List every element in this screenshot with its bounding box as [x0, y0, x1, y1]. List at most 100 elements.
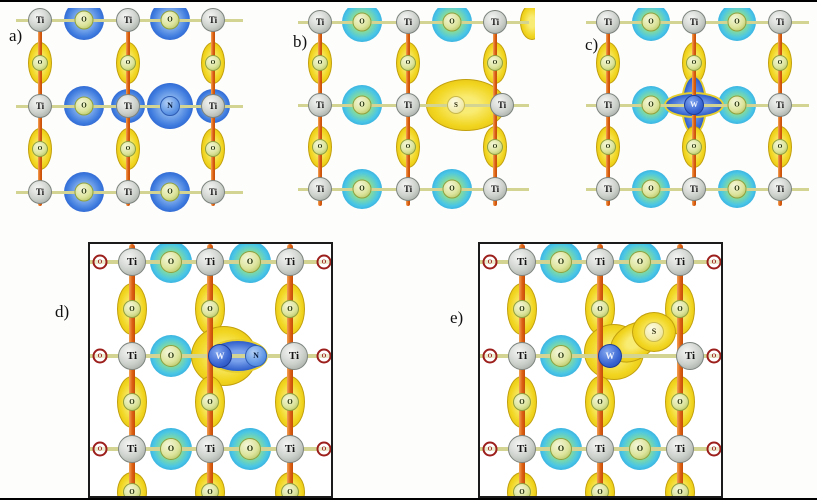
atom-ti: Ti [308, 93, 332, 117]
atom-o: O [120, 141, 136, 157]
atom-ored: O [706, 254, 721, 270]
atom-o: O [205, 55, 221, 71]
atom-o: O [239, 438, 261, 460]
atom-ti: Ti [682, 10, 706, 34]
atom-o: O [591, 393, 609, 411]
atom-o: O [727, 179, 747, 199]
atom-o: O [120, 55, 136, 71]
atom-o: O [312, 55, 328, 71]
atom-o: O [487, 139, 503, 155]
panel-label-e: e) [450, 308, 464, 327]
atom-o: O [772, 55, 788, 71]
atom-ti: Ti [666, 248, 694, 276]
atom-o: O [160, 251, 182, 273]
atom-o: O [123, 393, 141, 411]
atom-ored: O [482, 348, 498, 364]
atom-ti: Ti [596, 10, 620, 34]
atom-o: O [352, 179, 372, 199]
atom-ti: Ti [768, 177, 792, 201]
atom-ti: Ti [508, 342, 536, 370]
atom-o: O [201, 300, 219, 318]
atom-o: O [641, 12, 661, 32]
atom-ored: O [482, 254, 498, 270]
atom-ti: Ti [28, 94, 52, 118]
atom-ti: Ti [201, 180, 225, 204]
atom-o: O [352, 12, 372, 32]
atom-ti: Ti [118, 342, 146, 370]
atom-o: O [550, 345, 572, 367]
atom-ti: Ti [768, 10, 792, 34]
atom-o: O [727, 95, 747, 115]
atom-s: S [644, 322, 664, 342]
atom-ored: O [92, 441, 108, 457]
atom-ti: Ti [396, 177, 420, 201]
bond-vertical [207, 244, 213, 496]
atom-ored: O [706, 348, 721, 364]
atom-o: O [686, 139, 702, 155]
atom-ti: Ti [276, 248, 304, 276]
atom-ti: Ti [308, 177, 332, 201]
atom-ti: Ti [483, 10, 507, 34]
atom-o: O [123, 483, 141, 496]
atom-o: O [281, 393, 299, 411]
atom-o: O [281, 483, 299, 496]
atom-ti: Ti [396, 93, 420, 117]
atom-ored: O [316, 348, 331, 364]
atom-o: O [641, 95, 661, 115]
atom-w: W [208, 344, 232, 368]
panel-label-d: d) [55, 302, 70, 321]
atom-ti: Ti [201, 94, 225, 118]
atom-o: O [600, 139, 616, 155]
bond-vertical [519, 244, 525, 496]
atom-o: O [772, 139, 788, 155]
bond-vertical [597, 244, 603, 496]
panel-label-b: b) [293, 32, 308, 51]
atom-o: O [686, 55, 702, 71]
atom-ti: Ti [586, 435, 614, 463]
atom-ored: O [92, 254, 108, 270]
atom-o: O [312, 139, 328, 155]
atom-ti: Ti [196, 435, 224, 463]
atom-o: O [513, 393, 531, 411]
atom-o: O [32, 141, 48, 157]
atom-ored: O [316, 254, 331, 270]
panel-label-c: c) [585, 35, 599, 54]
atom-ti: Ti [196, 248, 224, 276]
atom-ti: Ti [586, 248, 614, 276]
atom-o: O [400, 139, 416, 155]
atom-ti: Ti [276, 435, 304, 463]
atom-ti: Ti [280, 342, 308, 370]
atom-o: O [160, 182, 180, 202]
atom-o: O [442, 179, 462, 199]
isosurface-yellow-halo [520, 8, 535, 40]
atom-ored: O [482, 441, 498, 457]
atom-o: O [123, 300, 141, 318]
atom-ti: Ti [666, 435, 694, 463]
atom-s: S [447, 96, 465, 114]
atom-o: O [671, 483, 689, 496]
atom-ti: Ti [508, 435, 536, 463]
atom-ti: Ti [508, 248, 536, 276]
atom-o: O [629, 438, 651, 460]
atom-o: O [160, 10, 180, 30]
atom-w: W [598, 344, 622, 368]
atom-o: O [671, 393, 689, 411]
atom-o: O [513, 300, 531, 318]
atom-o: O [352, 95, 372, 115]
atom-ored: O [92, 348, 108, 364]
atom-o: O [487, 55, 503, 71]
atom-ti: Ti [118, 248, 146, 276]
atom-o: O [591, 483, 609, 496]
atom-ti: Ti [596, 93, 620, 117]
atom-ti: Ti [676, 342, 704, 370]
atom-o: O [671, 300, 689, 318]
atom-o: O [400, 55, 416, 71]
atom-o: O [550, 251, 572, 273]
atom-ti: Ti [28, 8, 52, 32]
atom-o: O [74, 182, 94, 202]
atom-w: W [684, 95, 704, 115]
atom-o: O [641, 179, 661, 199]
